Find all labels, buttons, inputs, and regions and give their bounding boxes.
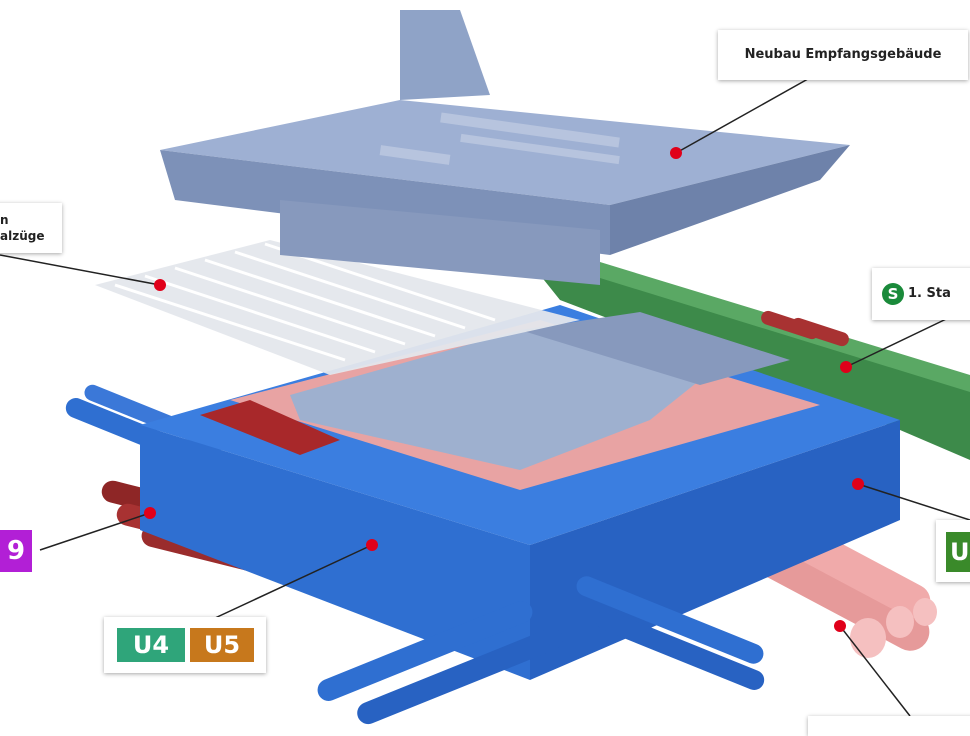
building-side <box>610 145 850 255</box>
label-left-line1: n <box>0 213 9 227</box>
blue-tubes-bottom <box>317 576 765 725</box>
blue-station-box-side <box>530 420 900 680</box>
red-markers <box>144 147 864 632</box>
building-main-top <box>160 100 850 205</box>
roof-grid <box>95 240 580 375</box>
label-sbahn-text: 1. Sta <box>908 286 951 301</box>
grey-inner-floor-right <box>520 312 790 385</box>
red-tubes-upper-right <box>761 310 849 347</box>
badge-right-partial-text: U <box>950 538 970 566</box>
red-inner-block <box>200 400 340 455</box>
badge-u5-text: U5 <box>203 631 241 659</box>
badge-u5: U5 <box>190 628 254 662</box>
label-neubau-empfangsgebaeude-text: Neubau Empfangsgebäude <box>744 47 942 62</box>
badge-u4-text: U4 <box>132 631 170 659</box>
label-bottom-right-partial <box>808 716 970 736</box>
building-lower-block <box>280 200 600 285</box>
blue-station-box-front <box>140 425 530 680</box>
sbahn-logo-icon: S <box>882 282 904 305</box>
label-left-line2: alzüge <box>0 229 45 243</box>
badge-u4: U4 <box>117 628 185 662</box>
badge-left-partial: 9 <box>0 530 32 572</box>
building-roof-details <box>379 112 620 165</box>
label-left-partial: n alzüge <box>0 203 62 253</box>
grey-inner-floor <box>290 330 700 470</box>
label-neubau-empfangsgebaeude: Neubau Empfangsgebäude <box>718 30 968 80</box>
badge-left-partial-text: 9 <box>6 536 26 566</box>
label-sbahn-station: S 1. Sta <box>872 268 970 320</box>
building-tower <box>400 10 490 100</box>
badge-right-partial: U <box>946 532 970 572</box>
